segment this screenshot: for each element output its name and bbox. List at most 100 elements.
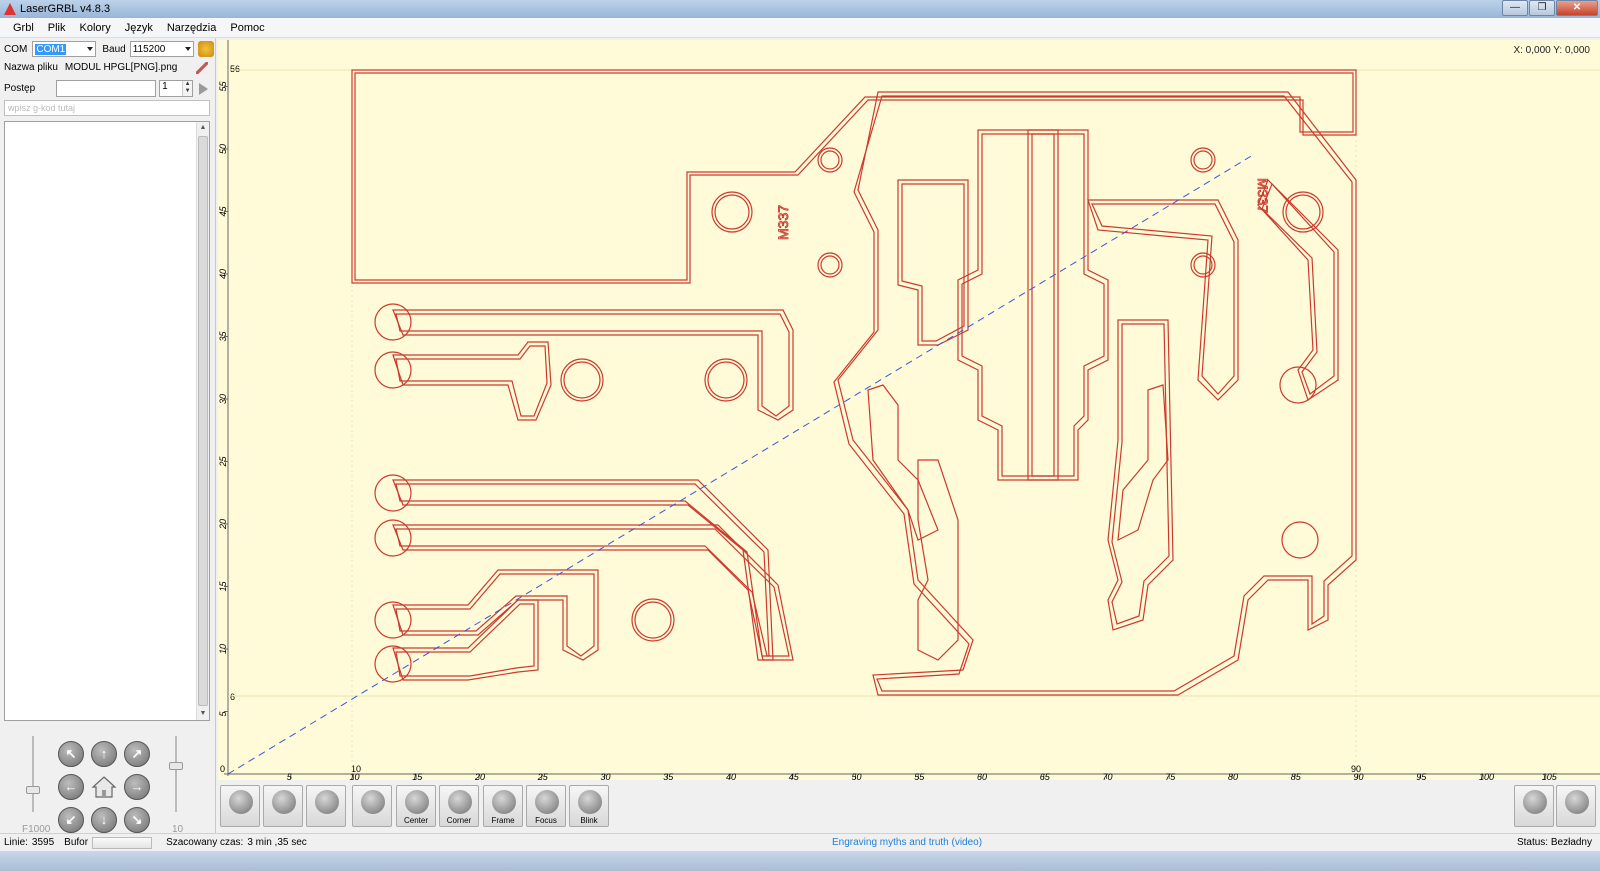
taskbar [0,851,1600,871]
engraving-video-link[interactable]: Engraving myths and truth (video) [832,837,983,848]
jog-down-button[interactable]: ↓ [91,807,117,833]
feed-slider-knob[interactable] [26,786,40,794]
rapid-move-path [227,154,1254,775]
x-tick-label: 60 [977,772,987,780]
menu-language[interactable]: Język [124,21,153,34]
jog-down-right-button[interactable]: ↘ [124,807,150,833]
scroll-up-icon[interactable]: ▲ [199,124,207,131]
menu-help[interactable]: Pomoc [230,21,265,34]
home-machine-button[interactable] [263,785,303,827]
x-tick-label: 105 [1542,772,1558,780]
stepper-arrows[interactable]: ▲▼ [182,81,193,96]
jog-left-button[interactable]: ← [58,774,84,800]
maximize-button[interactable]: ❐ [1529,0,1555,16]
pcb-label-right: M337 [1255,178,1271,213]
x-tick-label: 95 [1416,772,1427,780]
baud-rate-value: 115200 [132,43,166,55]
home-search-icon [272,790,296,814]
com-port-select[interactable]: COM1 [32,41,97,57]
step-slider-knob[interactable] [169,762,183,770]
jog-up-right-button[interactable]: ↗ [124,741,150,767]
x-tick-label: 20 [474,772,485,780]
walking-person-icon [1523,790,1547,814]
unlock-button[interactable] [306,785,346,827]
jog-right-button[interactable]: → [124,774,150,800]
file-row: Nazwa pliku MODUL HPGL[PNG].png [4,62,208,74]
blink-button[interactable]: Blink [569,785,609,827]
menu-colors[interactable]: Kolory [79,21,111,34]
globe-icon [361,790,385,814]
com-port-value: COM1 [35,43,67,55]
y-tick-label: 55 [218,80,228,91]
jog-up-button[interactable]: ↑ [91,741,117,767]
blink-icon [578,790,602,814]
lines-value: 3595 [31,837,55,848]
passes-value: 1 [162,81,168,92]
center-button[interactable]: Center [396,785,436,827]
corner-button[interactable]: Corner [439,785,479,827]
x-mark-low: 10 [351,764,361,774]
laser-fire-button[interactable] [220,785,260,827]
menu-tools[interactable]: Narzędzia [166,21,217,34]
close-button[interactable]: ✕ [1556,0,1598,16]
y-tick-label: 25 [218,455,228,467]
center-icon [405,790,429,814]
step-slider[interactable] [169,736,183,812]
file-name: MODUL HPGL[PNG].png [64,62,178,73]
lock-icon [315,790,339,814]
x-tick-label: 25 [537,772,549,780]
jog-down-left-button[interactable]: ↙ [58,807,84,833]
y-tick-label: 15 [218,580,228,591]
gcode-command-input[interactable]: wpisz g-kod tutaj [4,100,210,116]
action-toolbar: Center Corner Frame Focus Blink [218,782,1600,830]
status-value: Bezładny [1550,837,1592,848]
stop-button[interactable] [1556,785,1596,827]
connect-icon[interactable] [197,41,214,57]
x-tick-label: 55 [914,772,925,780]
y-mark-low: 6 [230,692,235,702]
status-bar: Linie: 3595 Bufor Szacowany czas: 3 min … [0,833,1600,851]
step-label: 10 [172,824,184,835]
baud-rate-select[interactable]: 115200 [129,41,194,57]
menu-bar: Grbl Plik Kolory Język Narzędzia Pomoc [0,18,1600,38]
y-tick-label: 35 [218,330,228,341]
resume-button[interactable] [1514,785,1554,827]
progress-row: Postęp 1 ▲▼ [4,80,209,97]
laser-app-icon [4,3,16,15]
menu-grbl[interactable]: Grbl [13,21,34,34]
x-tick-label: 100 [1479,772,1494,780]
machine-status: Status: Bezładny [1517,837,1592,848]
console-log: ▲ ▼ [4,121,210,721]
y-tick-label: 5 [218,711,228,717]
play-icon[interactable] [199,82,209,95]
x-tick-label: 80 [1228,772,1238,780]
lines-label: Linie: [4,837,28,848]
y-tick-label: 30 [218,394,228,404]
scroll-down-icon[interactable]: ▼ [199,710,207,717]
status-label: Status: [1516,837,1549,848]
feed-slider[interactable] [26,736,40,812]
home-button[interactable] [91,774,117,800]
minimize-button[interactable]: — [1502,0,1528,16]
passes-stepper[interactable]: 1 ▲▼ [159,80,194,97]
menu-file[interactable]: Plik [47,21,66,34]
progress-bar [56,80,157,97]
connection-row: COM COM1 Baud 115200 [4,41,214,57]
open-file-icon[interactable] [196,62,208,74]
globe-button[interactable] [352,785,392,827]
corner-icon [448,790,472,814]
focus-button[interactable]: Focus [526,785,566,827]
time-label: Szacowany czas: [166,837,244,848]
y-tick-label: 45 [218,205,228,216]
buffer-label: Bufor [64,837,89,848]
x-tick-label: 35 [663,772,674,780]
scroll-thumb[interactable] [198,136,208,706]
log-scrollbar[interactable]: ▲ ▼ [196,122,209,720]
com-label: COM [4,43,28,55]
frame-button[interactable]: Frame [483,785,523,827]
jog-up-left-button[interactable]: ↖ [58,741,84,767]
y-mark-high: 56 [230,64,240,74]
